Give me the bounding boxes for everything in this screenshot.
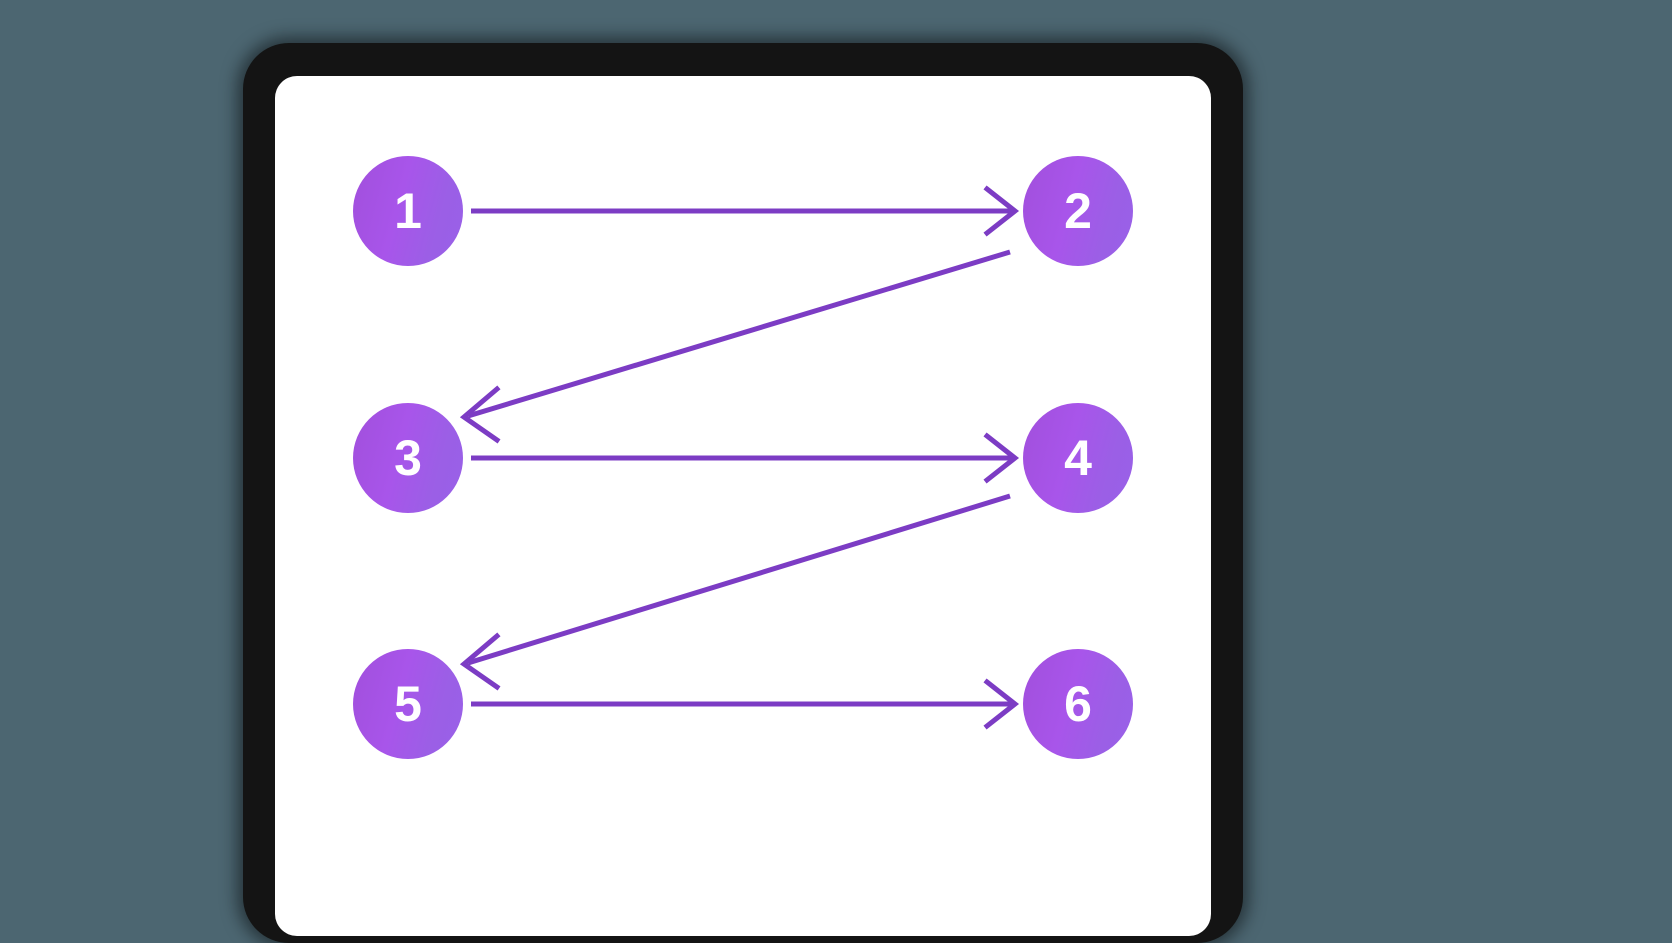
node-graph-diagram: 1 2 3 4 5 6 <box>275 76 1211 936</box>
graph-node-1[interactable]: 1 <box>353 156 463 266</box>
graph-node-4[interactable]: 4 <box>1023 403 1133 513</box>
edge-2-to-3 <box>459 249 1011 444</box>
graph-node-5[interactable]: 5 <box>353 649 463 759</box>
graph-node-1-label: 1 <box>394 183 422 239</box>
edge-3-to-4 <box>471 432 1020 484</box>
edge-4-to-5 <box>459 493 1011 691</box>
graph-node-6-label: 6 <box>1064 676 1092 732</box>
graph-node-3[interactable]: 3 <box>353 403 463 513</box>
graph-node-5-label: 5 <box>394 676 422 732</box>
graph-node-3-label: 3 <box>394 430 422 486</box>
graph-node-2-label: 2 <box>1064 183 1092 239</box>
graph-node-4-label: 4 <box>1064 430 1092 486</box>
edge-1-to-2 <box>471 185 1020 237</box>
edge-5-to-6 <box>471 678 1020 730</box>
device-screen: 1 2 3 4 5 6 <box>275 76 1211 936</box>
screenshot-stage: 1 2 3 4 5 6 <box>243 43 1243 943</box>
graph-node-2[interactable]: 2 <box>1023 156 1133 266</box>
graph-node-6[interactable]: 6 <box>1023 649 1133 759</box>
